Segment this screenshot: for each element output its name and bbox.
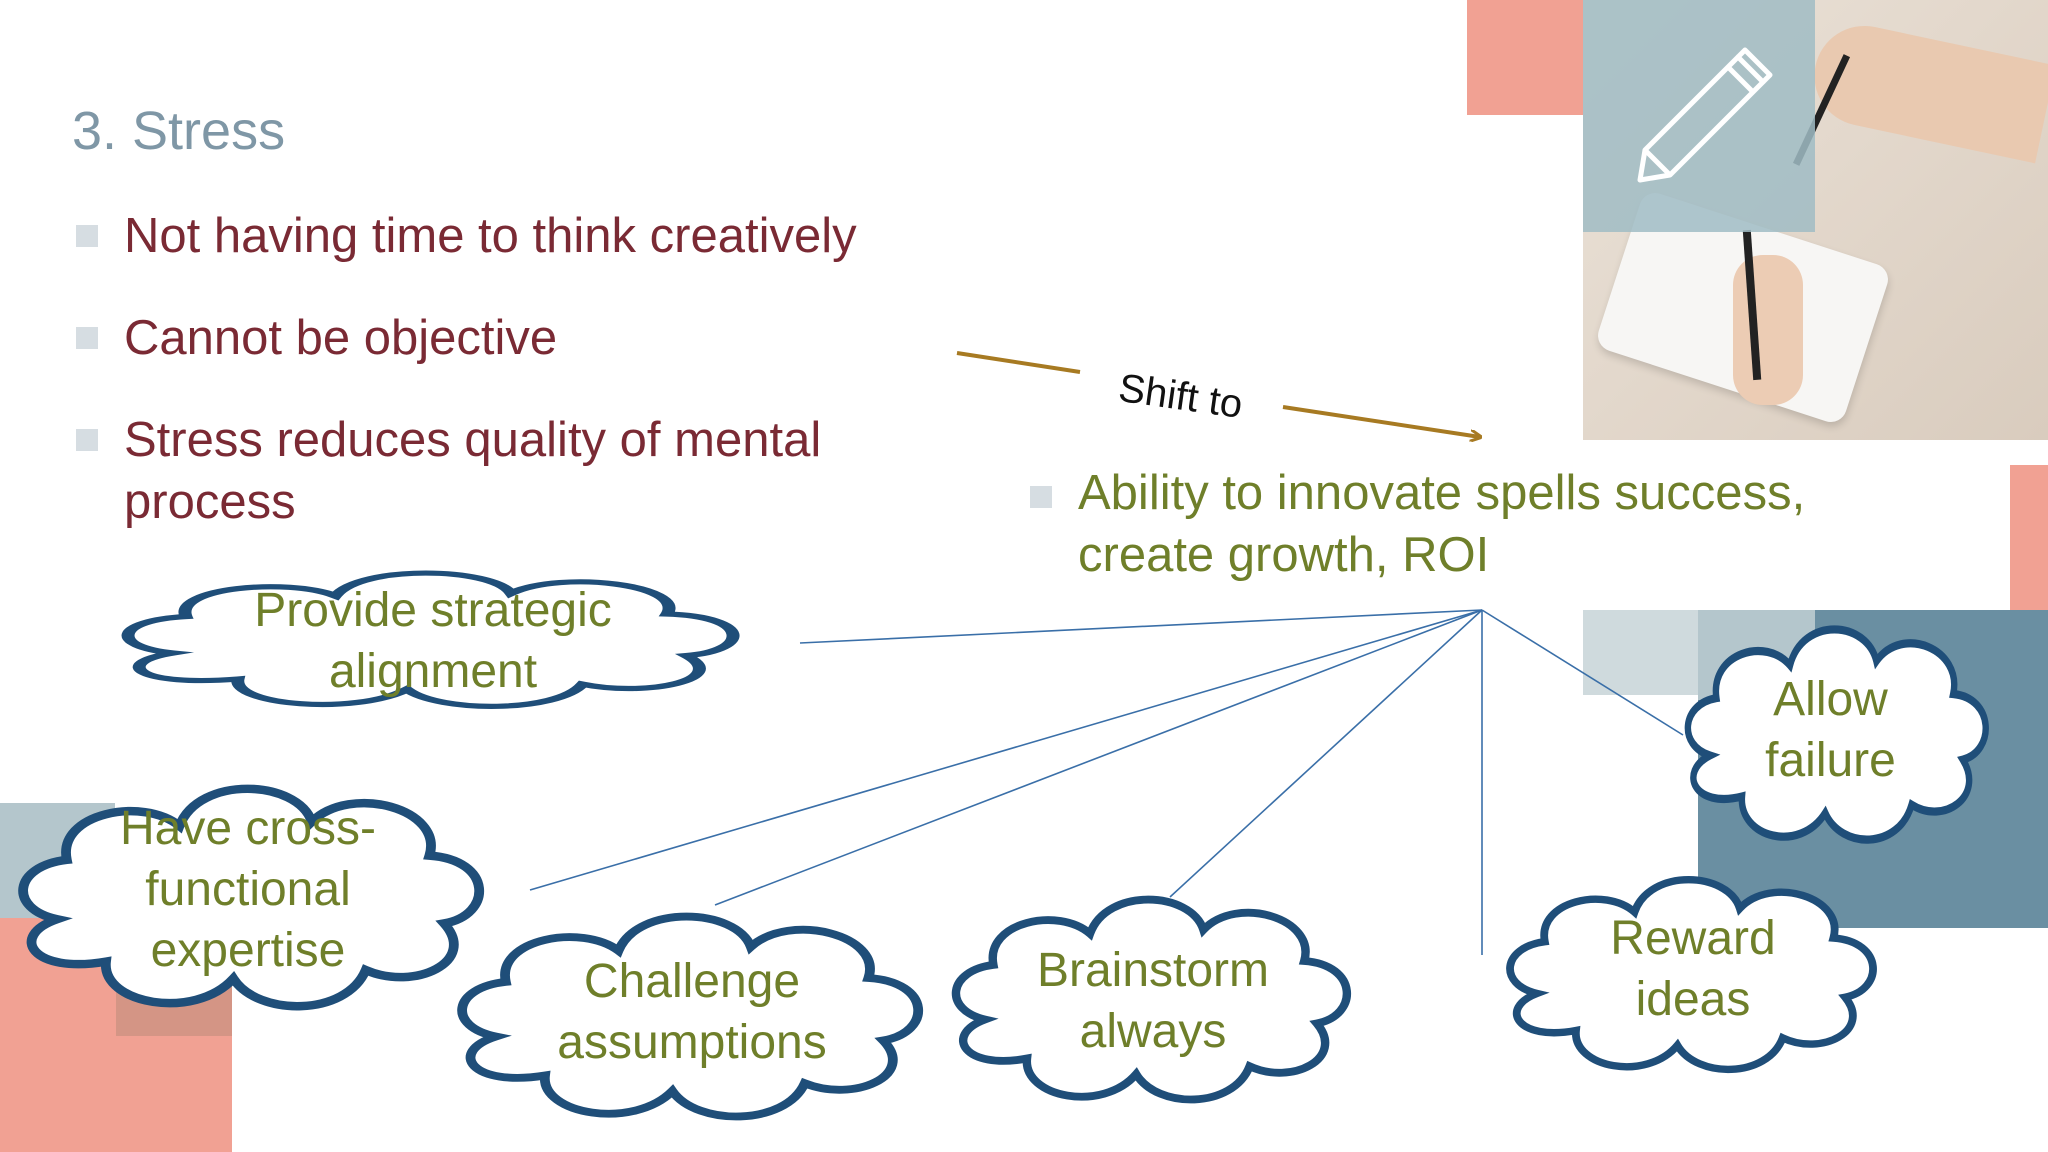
bullet-marker bbox=[76, 429, 98, 451]
cloud-reward bbox=[1506, 876, 1877, 1074]
bullet-marker bbox=[76, 225, 98, 247]
connector-lines bbox=[529, 609, 1684, 955]
coral-block-top bbox=[1467, 0, 1589, 115]
bullet-text: Stress reduces quality of mental process bbox=[124, 413, 822, 529]
cloud-failure bbox=[1684, 625, 1989, 844]
cloud-label-brainstorm: Brainstorm always bbox=[1036, 944, 1270, 1058]
cloud-label-reward: Reward ideas bbox=[1610, 912, 1776, 1026]
cloud-challenge bbox=[457, 912, 924, 1121]
cloud-label-failure: Allow failure bbox=[1765, 673, 1896, 787]
bullet-marker bbox=[1030, 486, 1052, 508]
callout-text: Ability to innovate spells success, crea… bbox=[1078, 466, 1806, 582]
cloud-brainstorm bbox=[951, 895, 1352, 1104]
cloud-label-challenge: Challenge assumptions bbox=[557, 955, 827, 1069]
cloud-label-cross: Have cross-functional expertise bbox=[119, 802, 377, 977]
cloud-cross bbox=[18, 784, 485, 1011]
slate-block-right bbox=[1583, 610, 1698, 695]
pencil-tile bbox=[1583, 0, 1815, 232]
cloud-label-strategic: Provide strategic alignment bbox=[254, 584, 612, 698]
cloud-shapes bbox=[18, 570, 1989, 1121]
cloud-strategic bbox=[121, 570, 740, 709]
bullet-marker bbox=[76, 327, 98, 349]
pencil-icon bbox=[1637, 47, 1773, 183]
callout-box bbox=[1000, 440, 2010, 610]
bullet-text: Cannot be objective bbox=[124, 311, 558, 365]
slide-title: 3. Stress bbox=[72, 101, 286, 161]
shift-arrow bbox=[956, 351, 1480, 437]
bullet-text: Not having time to think creatively bbox=[124, 209, 857, 263]
